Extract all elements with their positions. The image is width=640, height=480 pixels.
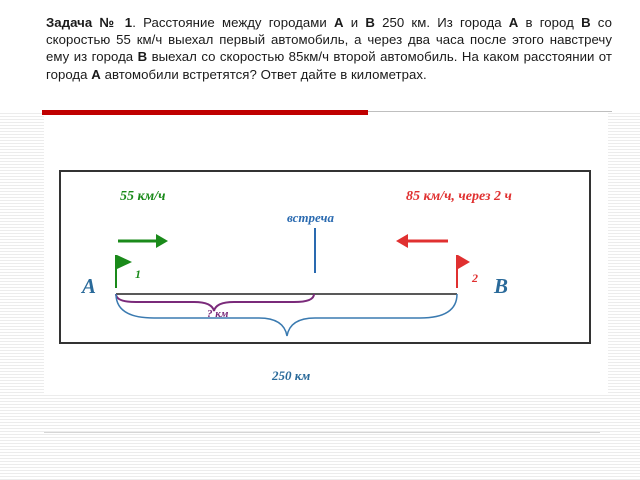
total-distance-brace <box>115 293 458 337</box>
arrow-right-icon <box>118 234 168 248</box>
unknown-distance-label: ? км <box>207 308 229 320</box>
diagram-frame <box>59 170 591 344</box>
meeting-label: встреча <box>287 210 334 225</box>
speed-a-label: 55 км/ч <box>120 189 165 204</box>
hatch-bottom <box>0 392 640 480</box>
diagram-figure: 55 км/ч 85 км/ч, через 2 ч встреча 1 2 А <box>44 154 608 394</box>
title-underline-red <box>42 110 368 115</box>
bottom-divider <box>44 432 600 433</box>
flag-a-number: 1 <box>135 267 141 281</box>
speed-b-label: 85 км/ч, через 2 ч <box>406 189 512 204</box>
arrow-left-icon <box>396 234 448 248</box>
city-a-label: А <box>80 274 96 298</box>
unknown-distance-brace <box>115 293 315 312</box>
problem-text: Задача № 1. Расстояние между городами А … <box>46 15 612 82</box>
flag-a-icon <box>115 255 132 288</box>
city-b-label: В <box>493 274 508 298</box>
total-distance-label: 250 км <box>271 368 310 383</box>
flag-b-icon <box>456 255 470 288</box>
problem-title: Задача № 1 <box>46 15 133 30</box>
title-underline-gray <box>368 111 612 112</box>
diagram-svg: 55 км/ч 85 км/ч, через 2 ч встреча 1 2 А <box>59 170 591 383</box>
flag-b-number: 2 <box>471 271 478 285</box>
